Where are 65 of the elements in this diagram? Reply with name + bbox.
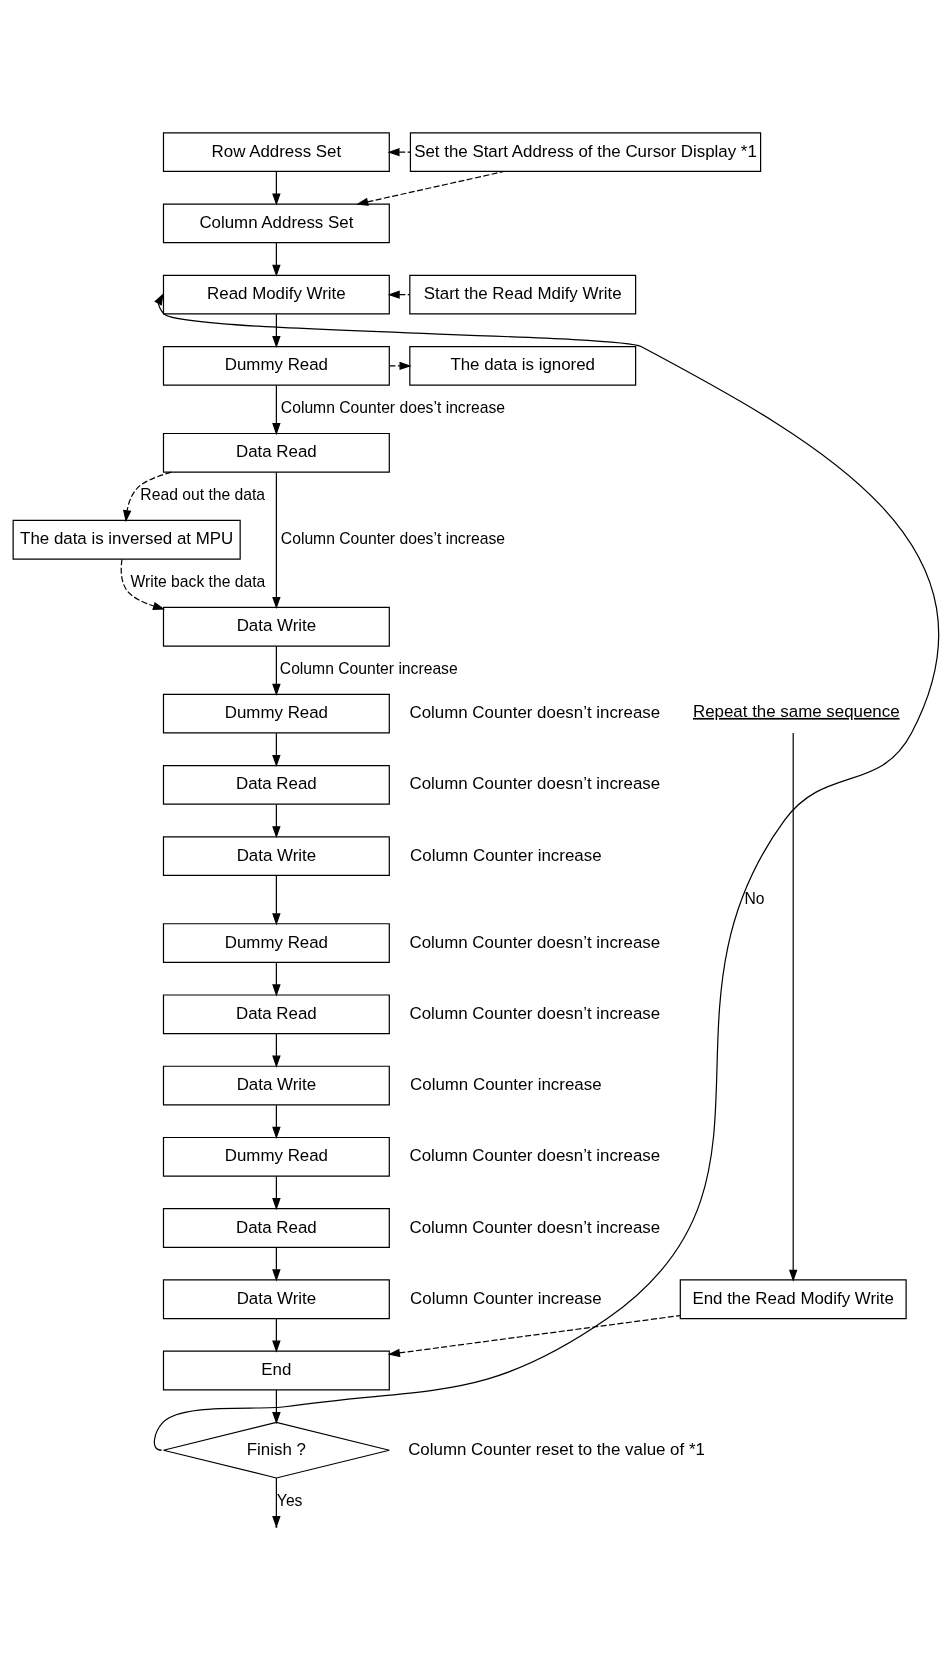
arrow [387,1314,681,1357]
node-box: Read Modify Write [162,274,390,315]
arrow [272,1175,281,1210]
node-box: Dummy Read [162,1136,390,1177]
arrow [272,241,281,277]
node-box: Data Read [162,764,390,805]
arrow [153,292,939,1451]
node-label: Column Counter increase [410,845,602,865]
node-box: Data Write [162,606,390,647]
edge-label: No [744,889,765,907]
node-box: End [162,1350,390,1390]
arrow [272,1317,281,1353]
node-box: The data is ignored [409,345,637,386]
arrow [388,361,412,370]
arrow [272,170,281,205]
node-label: Column Counter doesn’t increase [409,1003,661,1023]
node-box: End the Read Modify Write [679,1278,907,1319]
node-diamond: Finish ? [162,1421,390,1479]
arrow [272,384,281,435]
arrow [272,1388,281,1424]
node-label: Column Counter doesn’t increase [409,932,661,952]
node-box: Data Read [162,432,390,473]
node-box: Set the Start Address of the Cursor Display *1 [409,131,762,172]
node-label: Column Counter reset to the value of *1 [408,1439,705,1459]
edge-label: Write back the data [130,572,266,590]
node-box: The data is inversed at MPU [12,519,241,560]
node-box: Row Address Set [162,131,390,172]
node-box: Data Write [162,1278,390,1319]
node-box: Dummy Read [162,345,390,386]
arrow [356,170,505,206]
arrow [272,961,281,996]
node-text: Repeat the same sequence [692,701,900,721]
node-label: Column Counter doesn’t increase [409,702,661,722]
node-box: Column Address Set [162,202,390,243]
arrow [272,732,281,767]
arrow [272,874,281,925]
edge-label: Column Counter does’t increase [280,529,505,547]
edge-label: Column Counter does’t increase [280,398,505,416]
node-box: Data Write [162,835,390,876]
arrow [272,471,281,609]
node-label: Column Counter doesn’t increase [409,1217,661,1237]
arrow [272,1104,281,1139]
arrow [120,558,166,610]
node-label: Column Counter increase [410,1288,602,1308]
node-box: Data Read [162,993,390,1034]
arrow [387,289,411,299]
node-label: Column Counter doesn’t increase [409,1145,661,1165]
arrow [123,471,172,522]
arrow [272,1246,281,1281]
arrow [272,1032,281,1068]
node-label: Column Counter doesn’t increase [409,773,661,793]
arrow [272,645,281,696]
arrow [387,147,411,156]
arrow [788,731,798,1282]
arrow [272,803,281,838]
arrow [272,313,281,348]
node-box: Data Write [162,1065,390,1105]
edge-label: Column Counter increase [279,659,458,677]
node-box: Dummy Read [162,922,390,963]
edge-label: Yes [276,1491,303,1509]
node-label: Column Counter increase [410,1074,602,1094]
node-box: Start the Read Mdify Write [409,274,637,315]
node-box: Dummy Read [162,693,390,734]
node-box: Data Read [162,1207,390,1248]
edge-label: Read out the data [140,485,266,503]
